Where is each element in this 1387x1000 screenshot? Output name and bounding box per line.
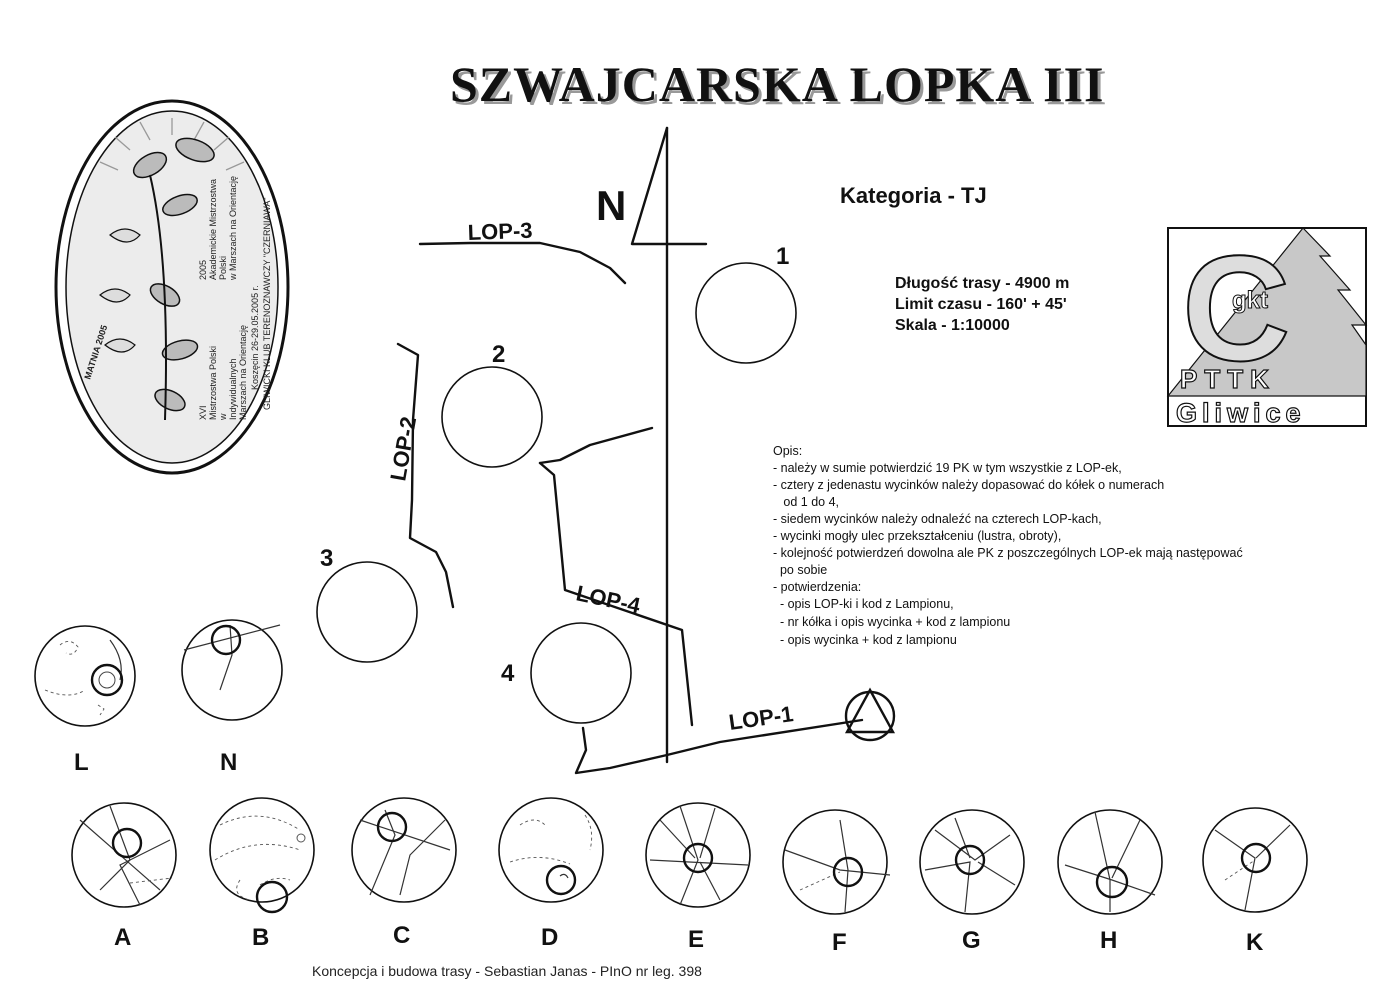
fragment-label: H bbox=[1100, 927, 1117, 954]
circle-number: 4 bbox=[501, 660, 515, 687]
fragment-D bbox=[498, 797, 604, 903]
description-line: - opis LOP-ki i kod z Lampionu, bbox=[773, 597, 954, 611]
fragment-H bbox=[1057, 809, 1163, 915]
fragment-label: C bbox=[393, 922, 410, 949]
lop-4-label: LOP-4 bbox=[574, 580, 643, 618]
map-scale: Skala - 1:10000 bbox=[895, 317, 1010, 334]
tree-icon bbox=[1166, 227, 1368, 397]
crest-line: GLIWICKI KLUB TERENOZNAWCZY "CZERNIAWA" bbox=[262, 197, 272, 410]
fragment-label: A bbox=[114, 924, 131, 951]
pttk-logo: C gkt PTTK Gliwice bbox=[1166, 223, 1368, 429]
route-length: Długość trasy - 4900 m bbox=[895, 275, 1069, 292]
start-triangle-icon bbox=[844, 687, 896, 742]
lop-3-line bbox=[418, 241, 627, 285]
north-arrow: N bbox=[596, 126, 708, 764]
fragment-A bbox=[71, 802, 177, 908]
description-line: - cztery z jedenastu wycinków należy dop… bbox=[773, 478, 1164, 492]
crest-text-block: XVI Mistrzostwa Polski w Indywidualnych … bbox=[198, 176, 272, 421]
event-crest: MATNIA 2005 XVI Mistrzostwa Polski w Ind… bbox=[54, 99, 290, 475]
crest-line: Indywidualnych bbox=[228, 358, 238, 420]
circle-1 bbox=[695, 262, 797, 364]
description-heading: Opis: bbox=[773, 444, 802, 458]
crest-line: 2005 bbox=[198, 260, 208, 280]
circle-2 bbox=[441, 366, 543, 468]
description-line: - kolejność potwierdzeń dowolna ale PK z… bbox=[773, 546, 1243, 560]
description-line: od 1 do 4, bbox=[773, 495, 839, 509]
lop-1-label: LOP-1 bbox=[727, 701, 795, 735]
crest-line: XVI bbox=[198, 405, 208, 420]
logo-city: Gliwice bbox=[1176, 398, 1306, 428]
fragment-label: N bbox=[220, 749, 237, 776]
crest-line: w Marszach na Orientację bbox=[228, 176, 238, 281]
north-label: N bbox=[596, 182, 626, 229]
sun-rays-icon bbox=[99, 118, 245, 171]
crest-line: Polski bbox=[218, 256, 228, 280]
logo-org: PTTK bbox=[1180, 364, 1276, 394]
title-shadow: SZWAJCARSKA LOPKA III bbox=[453, 59, 1108, 115]
description-line: - należy w sumie potwierdzić 19 PK w tym… bbox=[773, 461, 1122, 475]
circle-number: 3 bbox=[320, 545, 333, 572]
crest-line: w bbox=[218, 413, 228, 421]
circle-4 bbox=[530, 622, 632, 724]
crest-line: Mistrzostwa Polski bbox=[208, 346, 218, 420]
description-line: - wycinki mogły ulec przekształceniu (lu… bbox=[773, 529, 1061, 543]
crest-line: Marszach na Orientację bbox=[238, 325, 248, 420]
course-description: Opis: - należy w sumie potwierdzić 19 PK… bbox=[773, 444, 1243, 647]
time-limit: Limit czasu - 160' + 45' bbox=[895, 296, 1067, 313]
fragment-C bbox=[351, 797, 457, 903]
fragment-F bbox=[782, 809, 891, 915]
fragment-label: G bbox=[962, 927, 981, 954]
course-credit: Koncepcja i budowa trasy - Sebastian Jan… bbox=[312, 963, 702, 979]
fragment-label: L bbox=[74, 749, 89, 776]
fragment-label: K bbox=[1246, 929, 1264, 956]
logo-small: gkt bbox=[1232, 287, 1268, 314]
description-line: - potwierdzenia: bbox=[773, 580, 861, 594]
lop-2-label: LOP-2 bbox=[385, 415, 421, 483]
description-line: po sobie bbox=[773, 563, 827, 577]
lop-2-line bbox=[396, 342, 455, 609]
lop-1-line bbox=[574, 718, 864, 775]
fragment-G bbox=[919, 809, 1025, 915]
lop-4-top-line bbox=[538, 426, 654, 465]
fragment-L bbox=[34, 625, 136, 727]
fragment-N bbox=[181, 619, 283, 721]
leaves-illustration-icon bbox=[99, 137, 215, 421]
fragment-label: D bbox=[541, 924, 558, 951]
fragment-label: B bbox=[252, 924, 269, 951]
description-line: - opis wycinka + kod z lampionu bbox=[773, 633, 957, 647]
circle-number: 1 bbox=[776, 243, 789, 270]
fragment-K bbox=[1202, 807, 1308, 913]
lop-4-line bbox=[538, 461, 694, 727]
numbered-circles: 1 2 3 4 bbox=[316, 243, 797, 724]
description-line: - nr kółka i opis wycinka + kod z lampio… bbox=[773, 615, 1010, 629]
fragment-label: E bbox=[688, 926, 704, 953]
fragment-label: F bbox=[832, 929, 847, 956]
fragment-E bbox=[645, 802, 751, 908]
crest-line: Koszęcin 26-29.05.2005 r. bbox=[250, 285, 260, 390]
lop-3-label: LOP-3 bbox=[467, 218, 533, 245]
fragment-B bbox=[209, 797, 315, 914]
circle-3 bbox=[316, 561, 418, 663]
circle-number: 2 bbox=[492, 341, 505, 368]
category-label: Kategoria - TJ bbox=[840, 183, 987, 208]
page-title: SZWAJCARSKA LOPKA III bbox=[450, 56, 1105, 112]
description-line: - siedem wycinków należy odnaleźć na czt… bbox=[773, 512, 1102, 526]
crest-line: Akademickie Mistrzostwa bbox=[208, 179, 218, 280]
logo-letter: C bbox=[1182, 224, 1290, 392]
